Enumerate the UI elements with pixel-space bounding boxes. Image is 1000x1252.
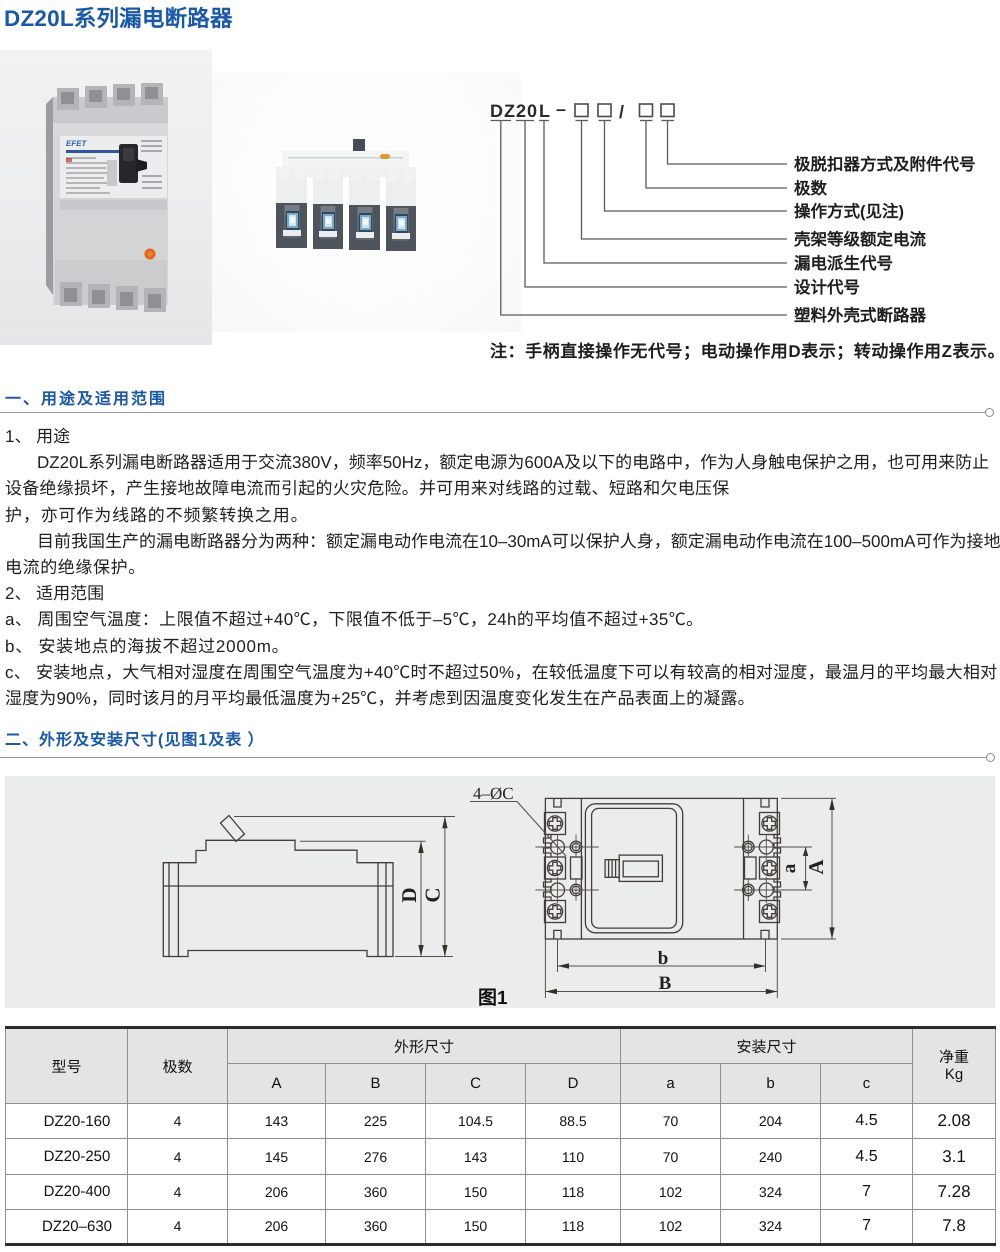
svg-text:操作方式(见注): 操作方式(见注) [794,202,904,221]
svg-text:D: D [397,887,421,902]
svg-text:塑料外壳式断路器: 塑料外壳式断路器 [794,306,927,325]
svg-text:/: / [619,102,624,122]
svg-text:壳架等级额定电流: 壳架等级额定电流 [793,230,927,249]
svg-text:B: B [659,973,672,994]
svg-text:极脱扣器方式及附件代号: 极脱扣器方式及附件代号 [794,155,976,174]
svg-text:EFET: EFET [66,139,88,148]
svg-text:设计代号: 设计代号 [794,278,860,297]
svg-text:漏电派生代号: 漏电派生代号 [794,254,893,273]
svg-text:图1: 图1 [478,988,508,1008]
svg-text:极数: 极数 [794,179,828,198]
svg-text:C: C [421,887,445,902]
svg-text:A: A [804,859,828,875]
svg-text:–: – [556,99,566,119]
svg-text:DZ20: DZ20 [490,101,538,121]
svg-text:L: L [539,101,550,121]
svg-text:a: a [779,863,800,873]
svg-text:注：手柄直接操作无代号；电动操作用D表示；转动操作用Z表示。: 注：手柄直接操作无代号；电动操作用D表示；转动操作用Z表示。 [490,342,1000,361]
svg-text:b: b [658,948,669,969]
svg-text:4–ØC: 4–ØC [473,784,514,803]
